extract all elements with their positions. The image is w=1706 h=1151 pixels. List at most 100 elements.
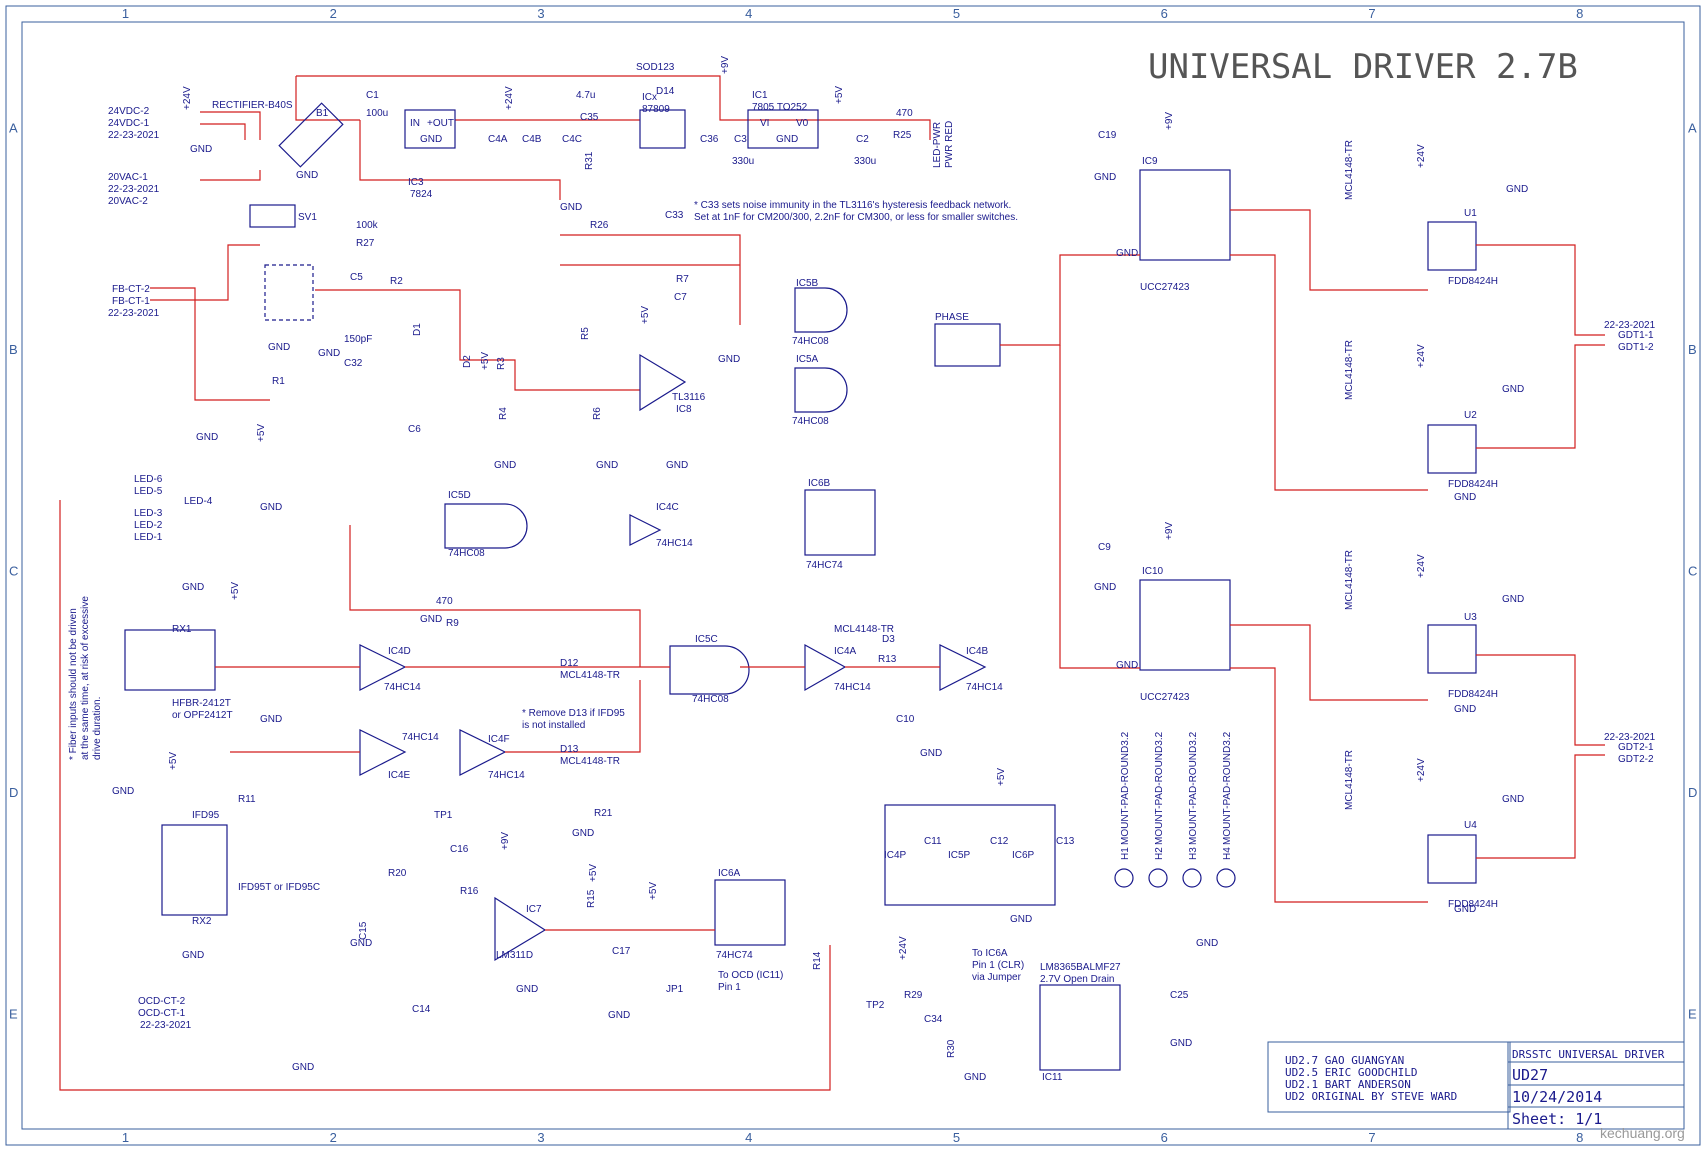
gnd-label: GND [1116, 660, 1138, 671]
component-label-ic8: IC8 [676, 404, 692, 415]
component-label-r1: R1 [272, 376, 285, 387]
component-label-c17: C17 [612, 946, 631, 957]
current-transformer [264, 264, 314, 321]
component-label-c19: C19 [1098, 130, 1117, 141]
rx1-receiver [124, 629, 216, 691]
gnd-label: GND [420, 614, 442, 625]
note-text: * Remove D13 if IFD95 [522, 708, 625, 719]
net-label: LED-4 [184, 496, 213, 507]
ic4c-inverter [629, 514, 662, 546]
gate-driver-section [1000, 169, 1605, 903]
gnd-label: GND [596, 460, 618, 471]
component-label-icx: ICx [642, 92, 657, 103]
ic10-driver [1139, 579, 1231, 671]
hc14-label: 74HC14 [402, 732, 439, 743]
component-label-ic4a: IC4A [834, 646, 857, 657]
zone-column-label: 6 [1161, 6, 1168, 21]
mcl-label: MCL4148-TR [1344, 550, 1355, 610]
component-label-rect: RECTIFIER-B40S [212, 100, 293, 111]
gnd-label: GND [1454, 904, 1476, 915]
gnd-label: GND [292, 1062, 314, 1073]
component-label-lm8365: LM8365BALMF27 [1040, 962, 1121, 973]
gnd-label: GND [182, 582, 204, 593]
zone-row-label: E [1688, 1006, 1697, 1021]
component-label-ic5p: IC5P [948, 850, 971, 861]
component-label-c12: C12 [990, 836, 1009, 847]
hc08-label: 74HC08 [692, 694, 729, 705]
fdd-label: FDD8424H [1448, 689, 1498, 700]
net-label: LED-2 [134, 520, 163, 531]
mount-pad-icon [1148, 868, 1168, 888]
component-label-r2: R2 [390, 276, 403, 287]
component-label-r9: R9 [446, 618, 459, 629]
note-text: Pin 1 (CLR) [972, 960, 1024, 971]
gnd-label: GND [260, 714, 282, 725]
ic6a-flipflop [714, 879, 786, 946]
component-label-ic4f: IC4F [488, 734, 510, 745]
zone-column-label: 7 [1368, 1130, 1375, 1145]
component-label-c2: C2 [856, 134, 869, 145]
component-label-ic3p: 7824 [410, 189, 433, 200]
mount-pad-id: H4 [1222, 847, 1233, 860]
wire [200, 111, 261, 140]
titleblock-sheet: Sheet: 1/1 [1512, 1110, 1602, 1128]
wire [1230, 624, 1428, 701]
gnd-label: GND [964, 1072, 986, 1083]
component-label-ic1vo: V0 [796, 118, 809, 129]
wire [315, 289, 640, 391]
hc14-label: 74HC14 [488, 770, 525, 781]
power-supply-section [200, 75, 931, 200]
fdd-label: FDD8424H [1448, 479, 1498, 490]
component-label-ic5a: IC5A [796, 354, 819, 365]
wire [1059, 345, 1140, 669]
ic4f-inverter [459, 729, 507, 776]
ucc-label: UCC27423 [1140, 282, 1190, 293]
component-label-d14: D14 [656, 86, 675, 97]
component-label-r27v: 100k [356, 220, 379, 231]
gnd-label: GND [1094, 582, 1116, 593]
net-label: 24VDC-1 [108, 118, 150, 129]
u3-mosfet [1427, 624, 1477, 674]
gnd-label: GND [920, 748, 942, 759]
wire [1476, 344, 1605, 449]
component-label-r6: R6 [592, 407, 603, 420]
component-label-c33: C33 [665, 210, 684, 221]
gnd-label: GND [318, 348, 340, 359]
gnd-label: GND [296, 170, 318, 181]
net-label: FB-CT-1 [112, 296, 150, 307]
inner-frame [21, 21, 1685, 1130]
supply-label: +9V [500, 832, 511, 850]
gnd-label: GND [260, 502, 282, 513]
wire [1230, 667, 1428, 903]
component-label-ic7: IC7 [526, 904, 542, 915]
component-label-lm311: LM311D [496, 950, 533, 961]
gnd-label: GND [1170, 1038, 1192, 1049]
component-label-rx1: RX1 [172, 624, 192, 635]
component-label-ic3out: +OUT [427, 118, 454, 129]
wire [1000, 254, 1140, 346]
note-text: at the same time, at risk of excessive [80, 596, 91, 760]
logic-section [59, 489, 1121, 1091]
component-label-c14: C14 [412, 1004, 431, 1015]
ucc-label: UCC27423 [1140, 692, 1190, 703]
component-label-c34: C34 [924, 1014, 943, 1025]
component-label-ic3: IC3 [408, 177, 424, 188]
mount-pad-id: H2 [1154, 847, 1165, 860]
mount-pads: H1MOUNT-PAD-ROUND3.2H2MOUNT-PAD-ROUND3.2… [1114, 731, 1236, 888]
component-label-r14: R14 [812, 951, 823, 970]
u1-mosfet [1427, 221, 1477, 271]
hc08-label: 74HC08 [792, 336, 829, 347]
component-label-c35: C35 [580, 112, 599, 123]
component-label-c35v: 4.7u [576, 90, 595, 101]
component-label-opf: or OPF2412T [172, 710, 233, 721]
wire [505, 680, 641, 753]
zone-row-label: A [1688, 121, 1697, 136]
ic7-comparator [494, 896, 547, 962]
wire [200, 170, 261, 181]
hc08-label: 74HC08 [792, 416, 829, 427]
component-label-led: LED-PWR [932, 122, 943, 168]
zone-column-label: 3 [537, 1130, 544, 1145]
